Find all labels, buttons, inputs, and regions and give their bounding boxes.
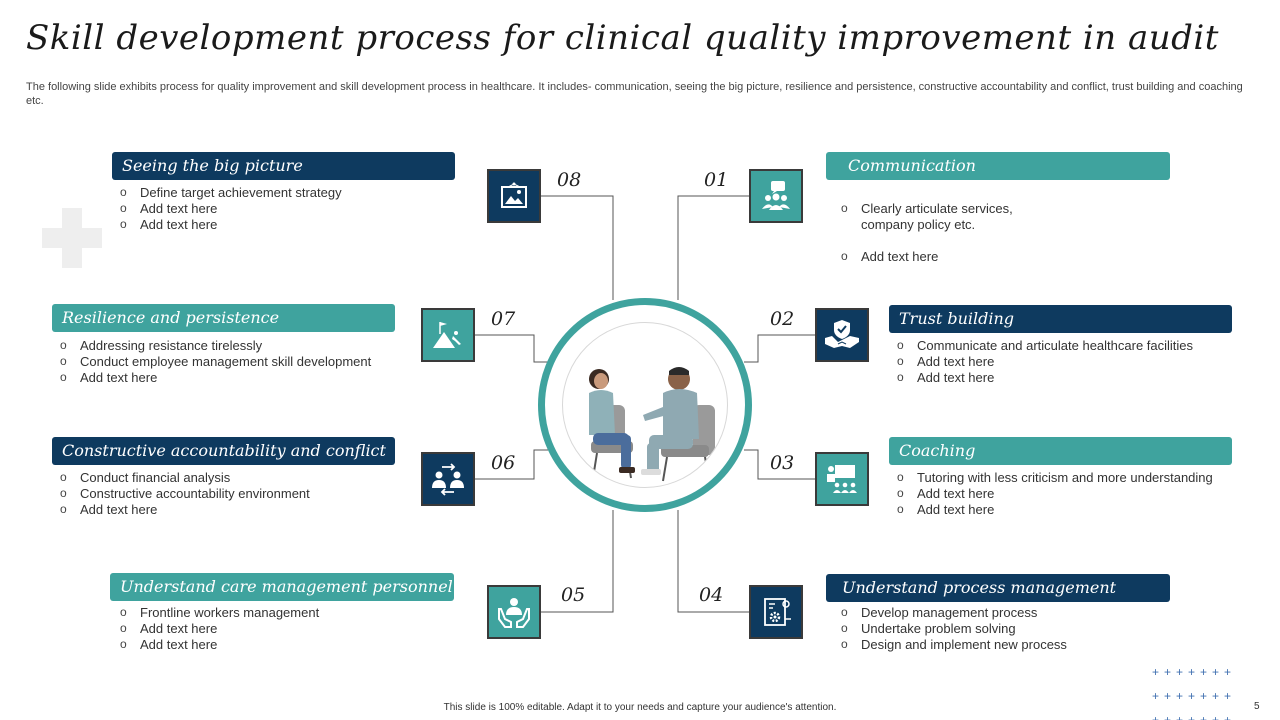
step-03-number: 03 (770, 452, 795, 474)
step-04-number: 04 (699, 584, 724, 606)
step-05-bullet-2: Add text here (118, 620, 458, 637)
step-04-bullet-2: Undertake problem solving (839, 620, 1169, 637)
medical-cross-icon (42, 208, 102, 268)
step-08-heading: Seeing the big picture (112, 152, 455, 180)
step-04-bullet-3: Design and implement new process (839, 636, 1169, 653)
footer-note: This slide is 100% editable. Adapt it to… (443, 702, 837, 713)
step-03-heading: Coaching (889, 437, 1232, 465)
step-04-heading: Understand process management (826, 574, 1170, 602)
step-07-bullet-2: Conduct employee management skill develo… (58, 353, 438, 370)
caring-hands-person-icon (487, 585, 541, 639)
step-08-bullets: Define target achievement strategy Add t… (118, 184, 458, 233)
step-05-bullets: Frontline workers management Add text he… (118, 604, 458, 653)
step-01-heading: Communication (826, 152, 1170, 180)
step-01-bullets: Clearly articulate services, company pol… (839, 185, 1169, 281)
step-02-bullet-1: Communicate and articulate healthcare fa… (895, 337, 1235, 354)
step-05-bullet-1: Frontline workers management (118, 604, 458, 621)
step-06-bullets: Conduct financial analysis Constructive … (58, 469, 398, 518)
page-number: 5 (1254, 701, 1260, 712)
step-02-heading: Trust building (889, 305, 1232, 333)
step-08-bullet-1: Define target achievement strategy (118, 184, 458, 201)
step-07-bullet-1: Addressing resistance tirelessly (58, 337, 438, 354)
slide-title: Skill development process for clinical q… (26, 18, 1219, 58)
consultation-photo (562, 322, 728, 488)
coaching-board-icon (815, 452, 869, 506)
step-06-bullet-1: Conduct financial analysis (58, 469, 398, 486)
step-02-bullet-2: Add text here (895, 353, 1235, 370)
step-05-number: 05 (561, 584, 586, 606)
step-02-number: 02 (770, 308, 795, 330)
step-06-bullet-2: Constructive accountability environment (58, 485, 398, 502)
step-06-bullet-3: Add text here (58, 501, 398, 518)
step-07-bullet-3: Add text here (58, 369, 438, 386)
picture-frame-icon (487, 169, 541, 223)
step-03-bullet-1: Tutoring with less criticism and more un… (895, 469, 1235, 486)
process-gear-icon (749, 585, 803, 639)
step-08-bullet-2: Add text here (118, 200, 458, 217)
step-03-bullet-2: Add text here (895, 485, 1235, 502)
step-02-bullets: Communicate and articulate healthcare fa… (895, 337, 1235, 386)
step-01-bullet-1: Clearly articulate services, company pol… (839, 200, 1169, 233)
people-exchange-icon (421, 452, 475, 506)
slide-subtitle: The following slide exhibits process for… (26, 81, 1243, 107)
step-01-number: 01 (704, 169, 729, 191)
step-06-heading: Constructive accountability and conflict (52, 437, 395, 465)
step-03-bullet-3: Add text here (895, 501, 1235, 518)
step-05-heading: Understand care management personnel (110, 573, 454, 601)
step-02-bullet-3: Add text here (895, 369, 1235, 386)
step-03-bullets: Tutoring with less criticism and more un… (895, 469, 1235, 518)
handshake-shield-icon (815, 308, 869, 362)
step-04-bullets: Develop management process Undertake pro… (839, 604, 1169, 653)
step-08-bullet-3: Add text here (118, 216, 458, 233)
presentation-people-icon (749, 169, 803, 223)
step-04-bullet-1: Develop management process (839, 604, 1169, 621)
mountain-climber-icon (421, 308, 475, 362)
step-07-heading: Resilience and persistence (52, 304, 395, 332)
step-07-bullets: Addressing resistance tirelessly Conduct… (58, 337, 438, 386)
step-05-bullet-3: Add text here (118, 636, 458, 653)
decorative-plus-pattern: +++++++++++++++++++++ (1152, 665, 1237, 720)
step-08-number: 08 (557, 169, 582, 191)
step-01-bullet-2: Add text here (839, 248, 1169, 265)
step-07-number: 07 (491, 308, 516, 330)
step-06-number: 06 (491, 452, 516, 474)
